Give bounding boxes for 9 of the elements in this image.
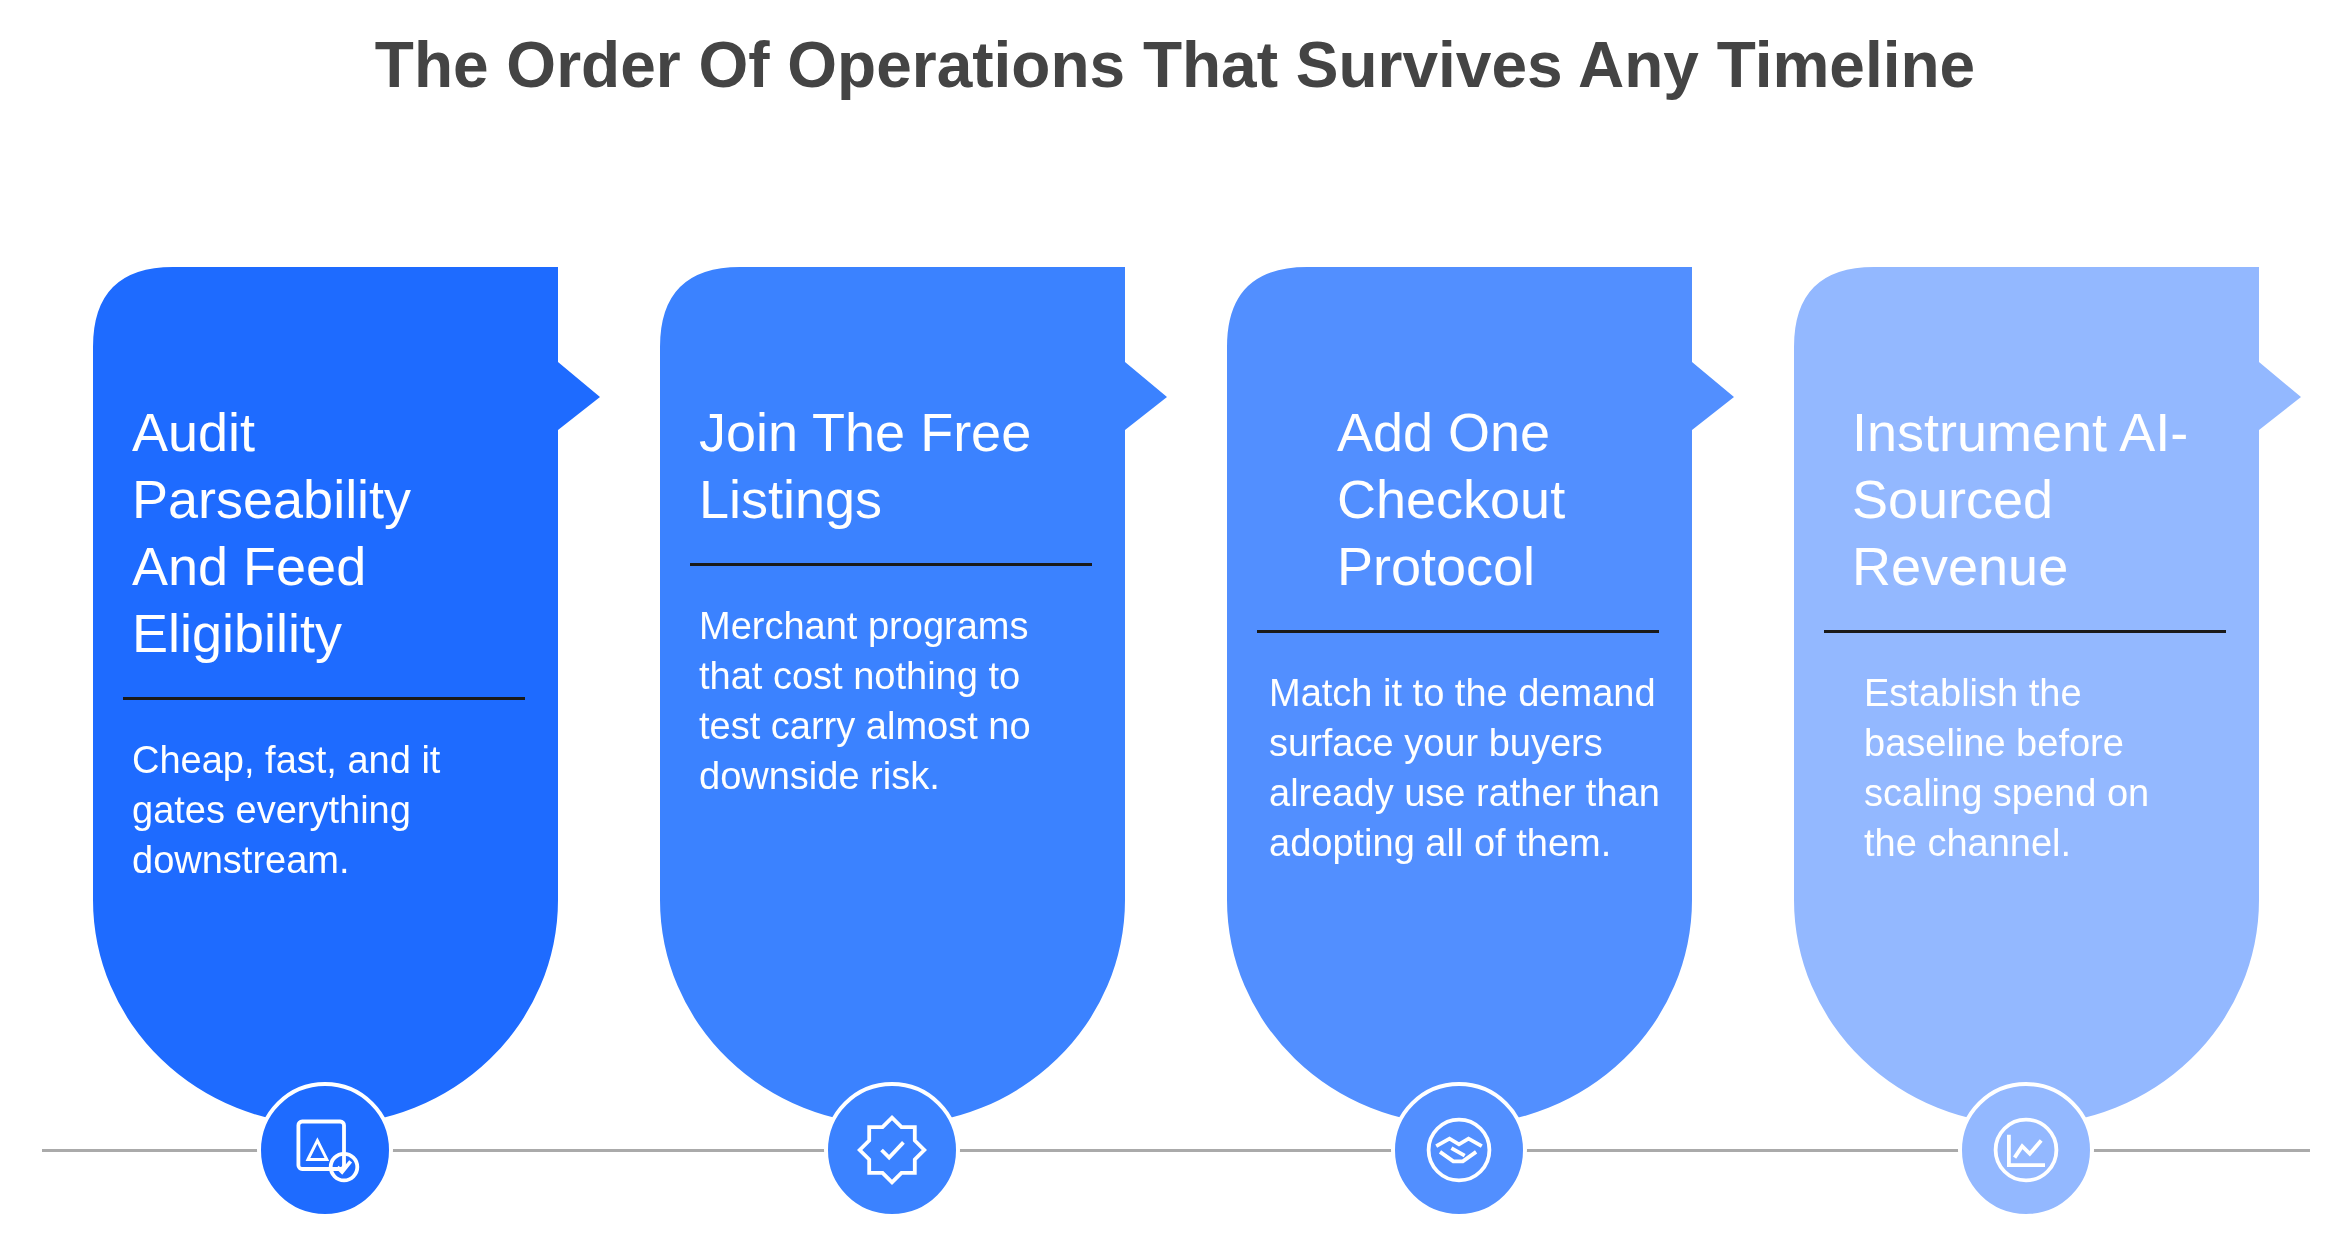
step-heading: Add One Checkout Protocol (1337, 401, 1567, 598)
step-heading: Instrument AI-Sourced Revenue (1852, 401, 2190, 598)
step-heading: Audit Parseability And Feed Eligibility (132, 401, 413, 665)
step-heading: Join The Free Listings (699, 401, 1033, 531)
step-description: Cheap, fast, and it gates everything downstream. (132, 738, 442, 883)
step-description: Match it to the demand surface your buyers already use rather than adopting all of them. (1269, 671, 1661, 866)
step-description: Establish the baseline before scaling spend on the channel. (1864, 671, 2151, 866)
diagram-title: The Order Of Operations That Survives Any Timeline (373, 28, 1977, 102)
step-description: Merchant programs that cost nothing to test carry almost no downside risk. (699, 604, 1032, 799)
